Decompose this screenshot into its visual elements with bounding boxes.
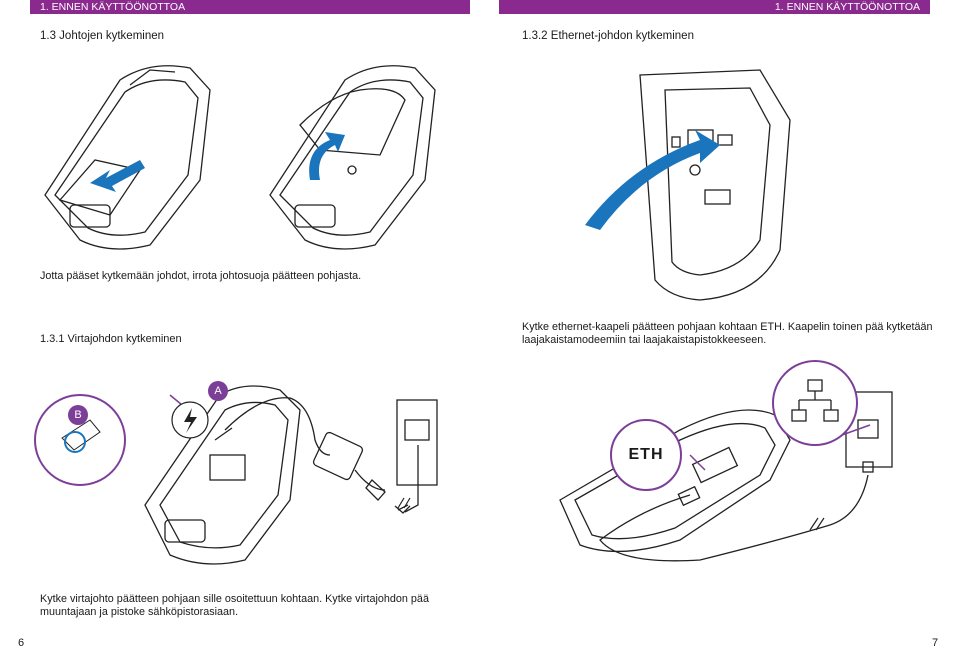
eth-callout (610, 419, 706, 491)
right-section-title: 1.3.2 Ethernet-johdon kytkeminen (522, 30, 694, 42)
terminal-illustration-4 (144, 385, 301, 565)
callout-b (34, 394, 126, 486)
left-page-number: 6 (18, 637, 25, 649)
lightning-icon (171, 401, 209, 439)
power-cable (224, 397, 331, 456)
label-a-badge: A (208, 381, 228, 401)
left-subsection-title: 1.3.1 Virtajohdon kytkeminen (40, 333, 182, 345)
left-chapter-header: 1. ENNEN KÄYTTÖÖNOTTOA (30, 0, 470, 14)
terminal-illustration-1 (44, 65, 211, 250)
right-text-line1: Kytke ethernet-kaapeli päätteen pohjaan … (522, 321, 933, 333)
terminal-illustration-5 (559, 409, 791, 553)
cable-break-marks (397, 497, 825, 531)
left-intro-text: Jotta pääset kytkemään johdot, irrota jo… (40, 270, 362, 282)
wall-outlet (396, 399, 438, 486)
blue-arrow-icons (90, 130, 720, 230)
power-adapter (312, 431, 364, 481)
arrow-curve-icon (309, 132, 345, 180)
arrow-insert-icon (585, 130, 720, 230)
right-chapter-header: 1. ENNEN KÄYTTÖÖNOTTOA (499, 0, 930, 14)
network-callout (772, 360, 871, 446)
eth-label: ETH (628, 446, 664, 463)
left-bottom-text-line1: Kytke virtajohto päätteen pohjaan sille … (40, 593, 429, 605)
arrow-up-icon-1 (90, 160, 145, 192)
right-text-line2: laajakaistamodeemiin tai laajakaistapist… (522, 334, 767, 346)
left-section-title: 1.3 Johtojen kytkeminen (40, 30, 165, 42)
label-b-badge: B (68, 405, 88, 425)
left-bottom-text-line2: muuntajaan ja pistoke sähköpistorasiaan. (40, 606, 239, 618)
terminal-illustration-2 (269, 65, 436, 250)
terminal-illustration-3 (639, 69, 791, 301)
right-page-number: 7 (932, 637, 939, 649)
ethernet-cable (599, 474, 869, 562)
network-icon (791, 379, 839, 422)
